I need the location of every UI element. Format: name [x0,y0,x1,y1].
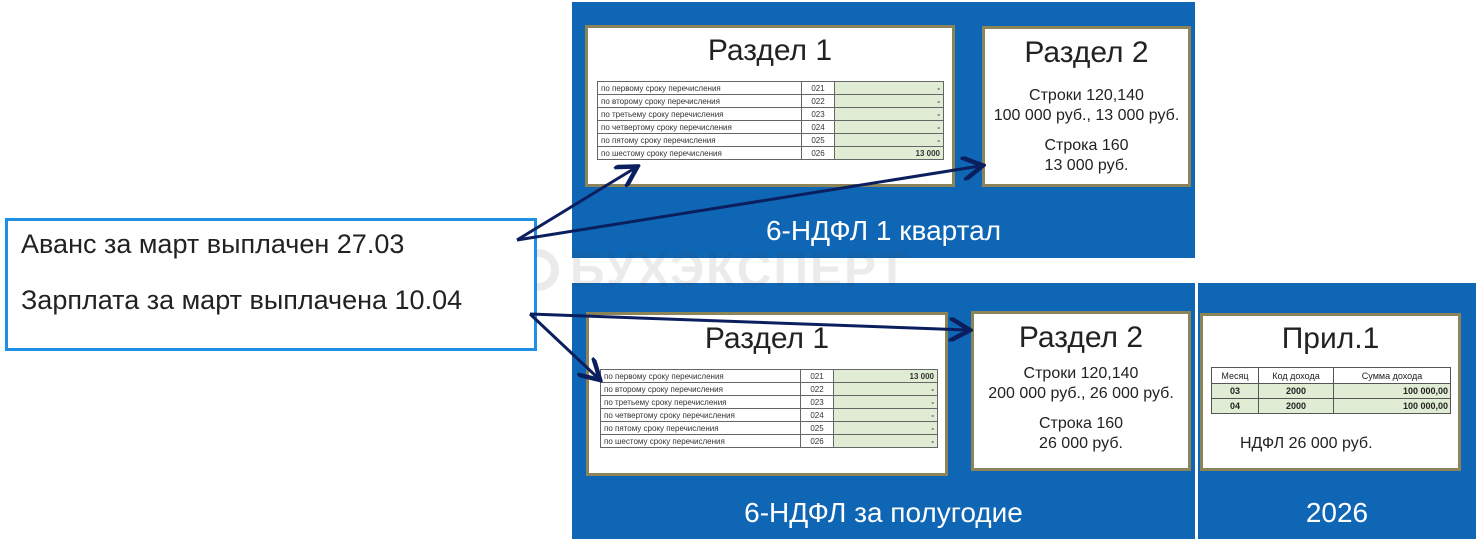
q1-panel-label: 6-НДФЛ 1 квартал [765,215,1002,246]
h1-section1-title: Раздел 1 [704,322,830,355]
row-code: 2000 [1258,398,1334,414]
arrow-advance-to-q1-section2 [516,166,980,242]
q1-section2-line1: Строки 120,140 [1029,87,1144,104]
table-row: 04 2000 100 000,00 [1211,398,1451,414]
row-value: - [834,81,944,95]
row-value: - [833,421,938,435]
q1-section2-line3: Строка 160 [1044,137,1129,154]
row-value: - [833,434,938,448]
row-value: 13 000 [833,369,938,383]
info-line-advance: Аванс за март выплачен 27.03 [21,229,405,259]
q1-section2-line2: 100 000 руб., 13 000 руб. [993,107,1180,124]
h1-section2-card: Раздел 2 Строки 120,140 200 000 руб., 26… [971,311,1191,471]
arrow-salary-to-h1-section2 [529,312,967,330]
arrow-advance-to-q1-section1 [516,168,635,242]
row-sum: 100 000,00 [1333,383,1451,399]
table-row: 03 2000 100 000,00 [1211,383,1451,399]
q1-section2-card: Раздел 2 Строки 120,140 100 000 руб., 13… [982,26,1191,187]
appendix-title: Прил.1 [1281,322,1380,355]
appendix-table: Месяц Код дохода Сумма дохода 03 2000 10… [1211,367,1451,414]
row-value: - [833,408,938,422]
h1-panel-label: 6-НДФЛ за полугодие [744,497,1023,528]
panel-2026-label: 2026 [1305,497,1369,528]
q1-section2-line4: 13 000 руб. [1044,157,1129,174]
appendix-note: НДФЛ 26 000 руб. [1240,435,1373,452]
q1-section2-title: Раздел 2 [1024,36,1149,69]
row-month: 04 [1211,398,1259,414]
arrow-salary-to-h1-section1 [528,312,598,378]
row-value: 13 000 [834,146,944,160]
h1-section2-line4: 26 000 руб. [1039,435,1123,452]
h1-section2-title: Раздел 2 [1018,321,1144,354]
row-code: 026 [800,434,834,448]
q1-section1-title: Раздел 1 [707,34,833,67]
info-box: Аванс за март выплачен 27.03 Зарплата за… [5,218,537,351]
h1-section2-line1: Строки 120,140 [1023,365,1139,382]
appendix-card: Прил.1 Месяц Код дохода Сумма дохода 03 … [1200,313,1461,471]
h1-section2-line3: Строка 160 [1038,415,1124,432]
row-sum: 100 000,00 [1333,398,1451,414]
info-line-salary: Зарплата за март выплачена 10.04 [21,285,463,315]
h1-section2-line2: 200 000 руб., 26 000 руб. [988,385,1174,402]
